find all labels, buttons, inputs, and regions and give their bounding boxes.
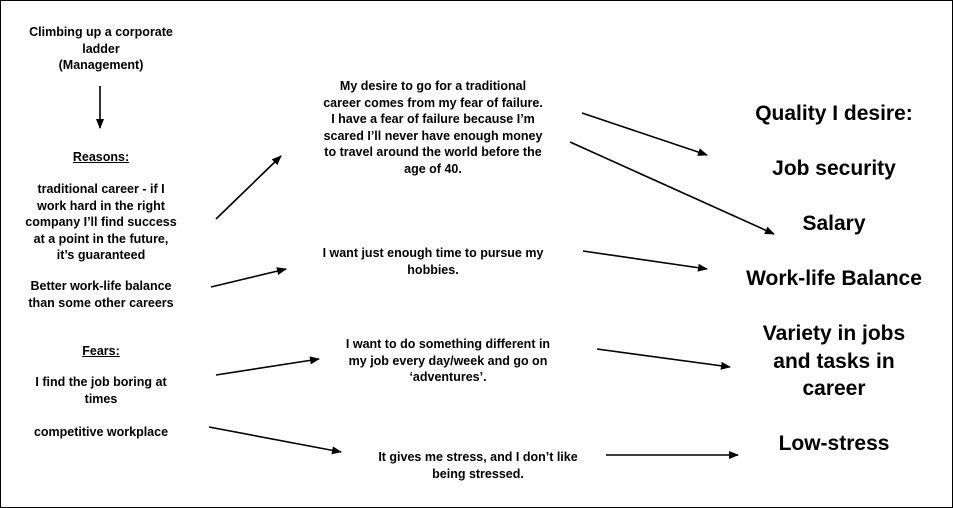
reason-traditional-career: traditional career - if I work hard in t… [25, 182, 177, 262]
quality-heading: Quality I desire: [755, 102, 913, 125]
arrow-failure-to-salary [569, 141, 775, 235]
fear-competitive: competitive workplace [33, 425, 169, 439]
adventures-text: I want to do something different in my j… [345, 337, 551, 384]
quality-low-stress: Low-stress [778, 432, 890, 455]
fears-heading: Fears: [82, 344, 120, 358]
goal-text: Climbing up a corporate ladder (Manageme… [29, 25, 173, 72]
reason-work-life-balance: Better work-life balance than some other… [28, 279, 174, 310]
quality-work-life-balance: Work-life Balance [746, 267, 922, 290]
arrow-fear1-to-adventures [215, 356, 320, 376]
fear-boring: I find the job boring at times [35, 375, 167, 406]
hobbies-text: I want just enough time to pursue my hob… [322, 246, 544, 277]
arrow-reason1-to-failure [215, 155, 282, 220]
arrow-failure-to-job-security [581, 112, 708, 156]
quality-variety: Variety in jobs and tasks in career [762, 322, 906, 400]
fear-of-failure-text: My desire to go for a traditional career… [323, 79, 543, 176]
quality-job-security: Job security [772, 157, 896, 180]
quality-salary: Salary [802, 212, 866, 235]
arrow-hobbies-to-work-life [582, 250, 708, 272]
reasons-heading: Reasons: [72, 150, 130, 164]
arrow-fear2-to-stress [208, 426, 342, 455]
stress-text: It gives me stress, and I don’t like bei… [378, 450, 578, 481]
arrow-adventures-to-variety [596, 348, 731, 370]
arrow-reason2-to-hobbies [210, 267, 287, 288]
